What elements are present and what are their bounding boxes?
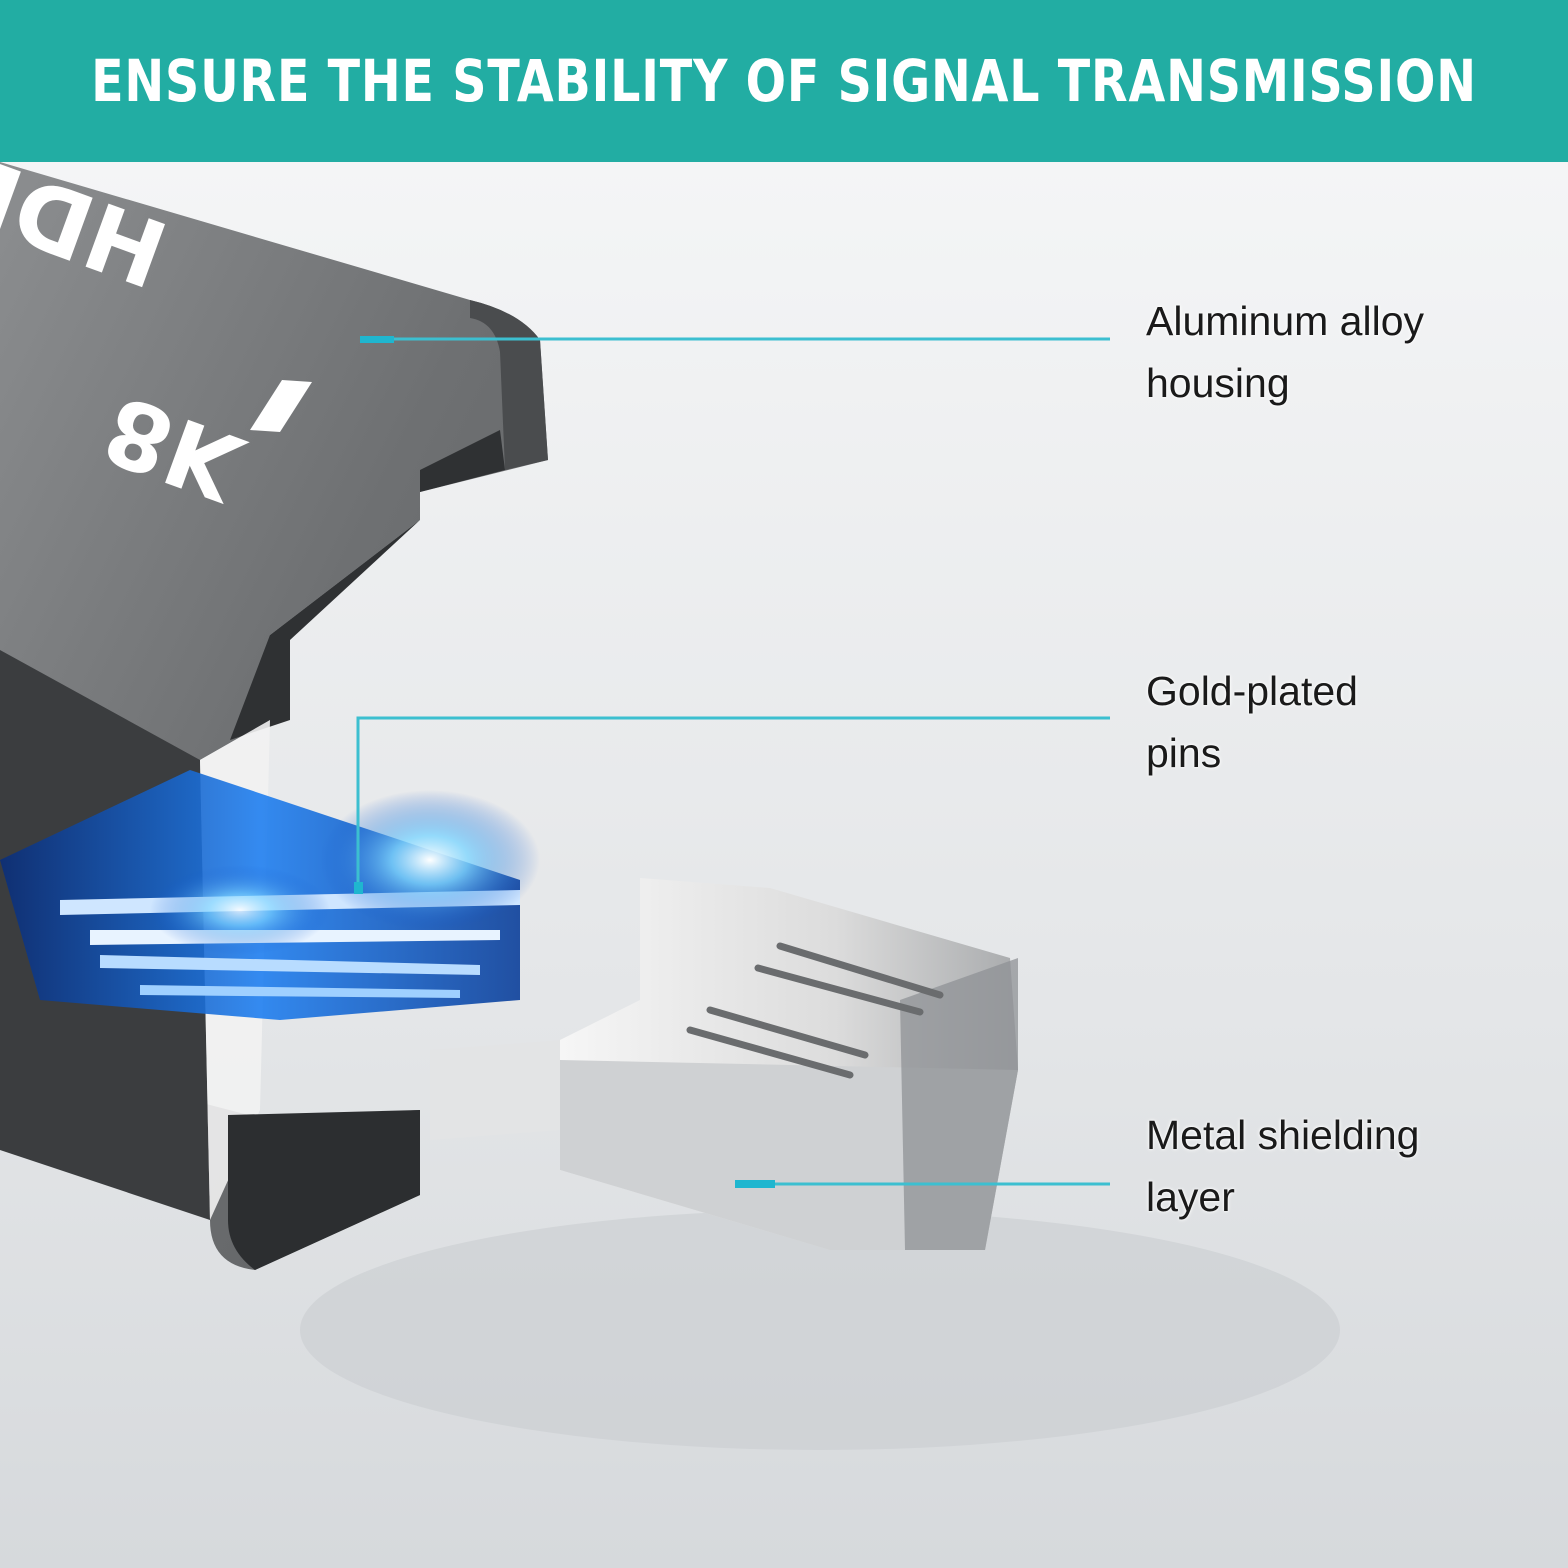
callout-marker-housing — [360, 336, 394, 343]
callout-metal-shielding: Metal shielding layer — [1146, 1104, 1420, 1228]
connector-illustration: HDMI 8K — [0, 162, 1568, 1568]
metal-shielding-layer — [430, 878, 1018, 1250]
callout-shield-line2: layer — [1146, 1174, 1235, 1220]
callout-housing-line2: housing — [1146, 360, 1290, 406]
callout-pins-line1: Gold-plated — [1146, 668, 1358, 714]
callout-aluminum-housing: Aluminum alloy housing — [1146, 290, 1424, 414]
callout-housing-line1: Aluminum alloy — [1146, 298, 1424, 344]
callout-gold-pins: Gold-plated pins — [1146, 660, 1358, 784]
diamond-mark — [250, 380, 312, 432]
callout-lines — [354, 336, 1110, 1188]
banner-title: ENSURE THE STABILITY OF SIGNAL TRANSMISS… — [91, 47, 1477, 115]
callout-line-pins — [356, 716, 1110, 888]
gold-plated-pins — [0, 770, 540, 1020]
callout-marker-pins — [354, 882, 363, 894]
callout-marker-shield — [735, 1180, 775, 1188]
callout-pins-line2: pins — [1146, 730, 1222, 776]
shadow — [300, 1210, 1340, 1450]
title-banner: ENSURE THE STABILITY OF SIGNAL TRANSMISS… — [0, 0, 1568, 162]
callout-shield-line1: Metal shielding — [1146, 1112, 1420, 1158]
